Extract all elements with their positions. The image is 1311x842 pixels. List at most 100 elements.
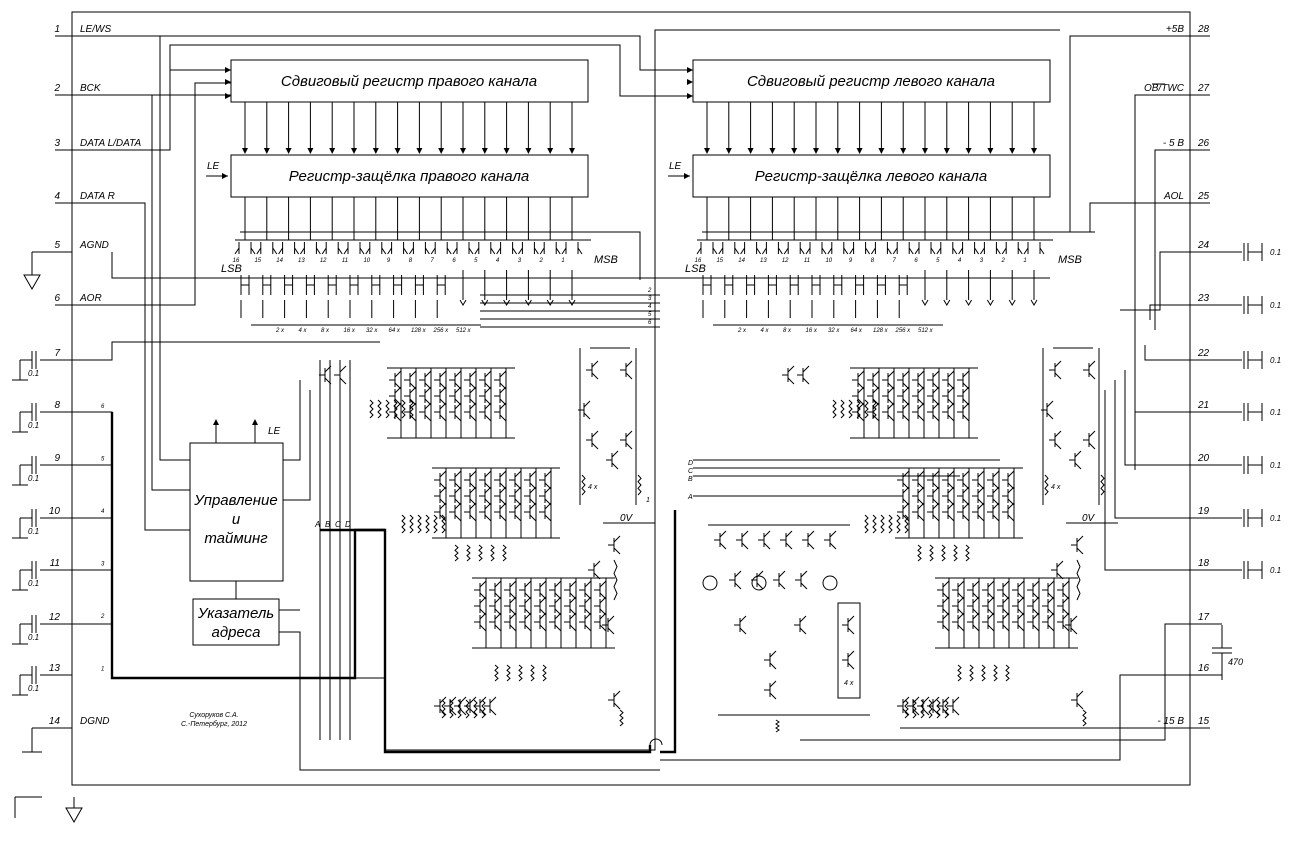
bit-switch-transistor <box>718 242 740 255</box>
transistor <box>917 696 930 716</box>
arrow-head <box>922 148 928 154</box>
resistor <box>457 699 462 719</box>
resistor <box>904 699 909 719</box>
transistor <box>1002 470 1015 490</box>
arrow-head <box>704 148 710 154</box>
transistor <box>549 580 562 600</box>
transistor <box>479 402 492 422</box>
resistor <box>473 699 478 719</box>
wire <box>1134 355 1190 413</box>
bit-switch-transistor <box>740 242 762 255</box>
transistor <box>449 486 462 506</box>
bit-number: 5 <box>936 258 940 264</box>
bit-number: 12 <box>782 258 789 264</box>
resistor <box>872 399 877 419</box>
wire <box>1149 304 1190 320</box>
resistor <box>1044 474 1049 496</box>
bit-switch-transistor <box>430 242 452 255</box>
resistor <box>872 514 877 534</box>
transistor <box>449 386 462 406</box>
wire <box>72 341 380 361</box>
transistor <box>957 370 970 390</box>
pin-number-left: 2 <box>53 83 60 94</box>
wire <box>1104 390 1190 571</box>
arrow-head <box>351 148 357 154</box>
transistor <box>494 486 507 506</box>
transistor <box>524 502 537 522</box>
resistor <box>481 270 489 306</box>
transistor <box>489 596 502 616</box>
transistor <box>952 596 965 616</box>
transistor <box>972 486 985 506</box>
bit-number: 5 <box>474 258 478 264</box>
wire <box>1154 149 1190 330</box>
transistor <box>942 470 955 490</box>
transistor <box>912 402 925 422</box>
bit-number: 11 <box>342 258 348 264</box>
control-label-line3: тайминг <box>204 530 268 547</box>
cap-value-left: 0.1 <box>28 684 39 693</box>
transistor <box>972 502 985 522</box>
cap-trace-number: 4 <box>101 509 105 515</box>
register-data-arrows <box>225 67 1037 230</box>
transistor <box>1027 580 1040 600</box>
arrow-head <box>987 148 994 154</box>
resistor <box>518 664 523 682</box>
arrow-head <box>329 148 336 154</box>
transistor <box>937 612 950 632</box>
resistor <box>454 544 459 562</box>
transistor <box>434 696 447 716</box>
transistor <box>987 486 1000 506</box>
bit-switch-transistor <box>1001 242 1023 255</box>
transistor <box>957 386 970 406</box>
weight-label: 8 x <box>783 328 792 334</box>
cap-value-right: 0.1 <box>1270 408 1281 417</box>
bit-switch-transistor <box>892 242 914 255</box>
transistor <box>534 580 547 600</box>
wire <box>1089 202 1190 232</box>
bit-number: 2 <box>539 258 544 264</box>
cap-value-left: 0.1 <box>28 369 39 378</box>
transistor <box>714 530 727 550</box>
cap-value-right: 0.1 <box>1270 514 1281 523</box>
transistor <box>586 430 599 450</box>
transistor <box>549 596 562 616</box>
transistor <box>479 486 492 506</box>
pin-number-left: 7 <box>54 348 60 359</box>
arrow-head <box>438 148 445 154</box>
resistor <box>993 664 998 682</box>
le-label-left: LE <box>669 161 682 172</box>
resistor <box>936 699 941 719</box>
resistor <box>953 544 958 562</box>
arrow-head <box>725 148 732 154</box>
resistor <box>840 399 845 419</box>
bit-number: 14 <box>738 258 745 264</box>
bit-number: 10 <box>825 258 832 264</box>
transistor <box>389 402 402 422</box>
bit-number: 1 <box>1023 258 1026 264</box>
bit-number: 13 <box>298 258 305 264</box>
transistor <box>773 570 786 590</box>
transistor <box>942 402 955 422</box>
wire <box>1124 370 1190 466</box>
arrow-head <box>372 148 379 154</box>
bit-switch-transistor <box>452 242 474 255</box>
transistor <box>867 386 880 406</box>
pin-number-right: 18 <box>1198 558 1210 569</box>
pin-name-left: DGND <box>80 716 109 727</box>
cap-value-right: 0.1 <box>1270 248 1281 257</box>
cap-value-left: 0.1 <box>28 474 39 483</box>
bit-switch-transistor <box>1023 242 1045 255</box>
transistor <box>842 615 855 635</box>
resistor <box>848 399 853 419</box>
resistor <box>888 514 893 534</box>
transistor <box>782 365 795 385</box>
transistor <box>524 486 537 506</box>
control-label-line2: и <box>232 511 241 528</box>
cap-trace-number: 1 <box>101 667 104 673</box>
bit-switch-transistor <box>496 242 518 255</box>
wire <box>1134 94 1190 470</box>
resistor <box>856 399 861 419</box>
transistor <box>987 470 1000 490</box>
pin-number-right: 27 <box>1197 83 1210 94</box>
